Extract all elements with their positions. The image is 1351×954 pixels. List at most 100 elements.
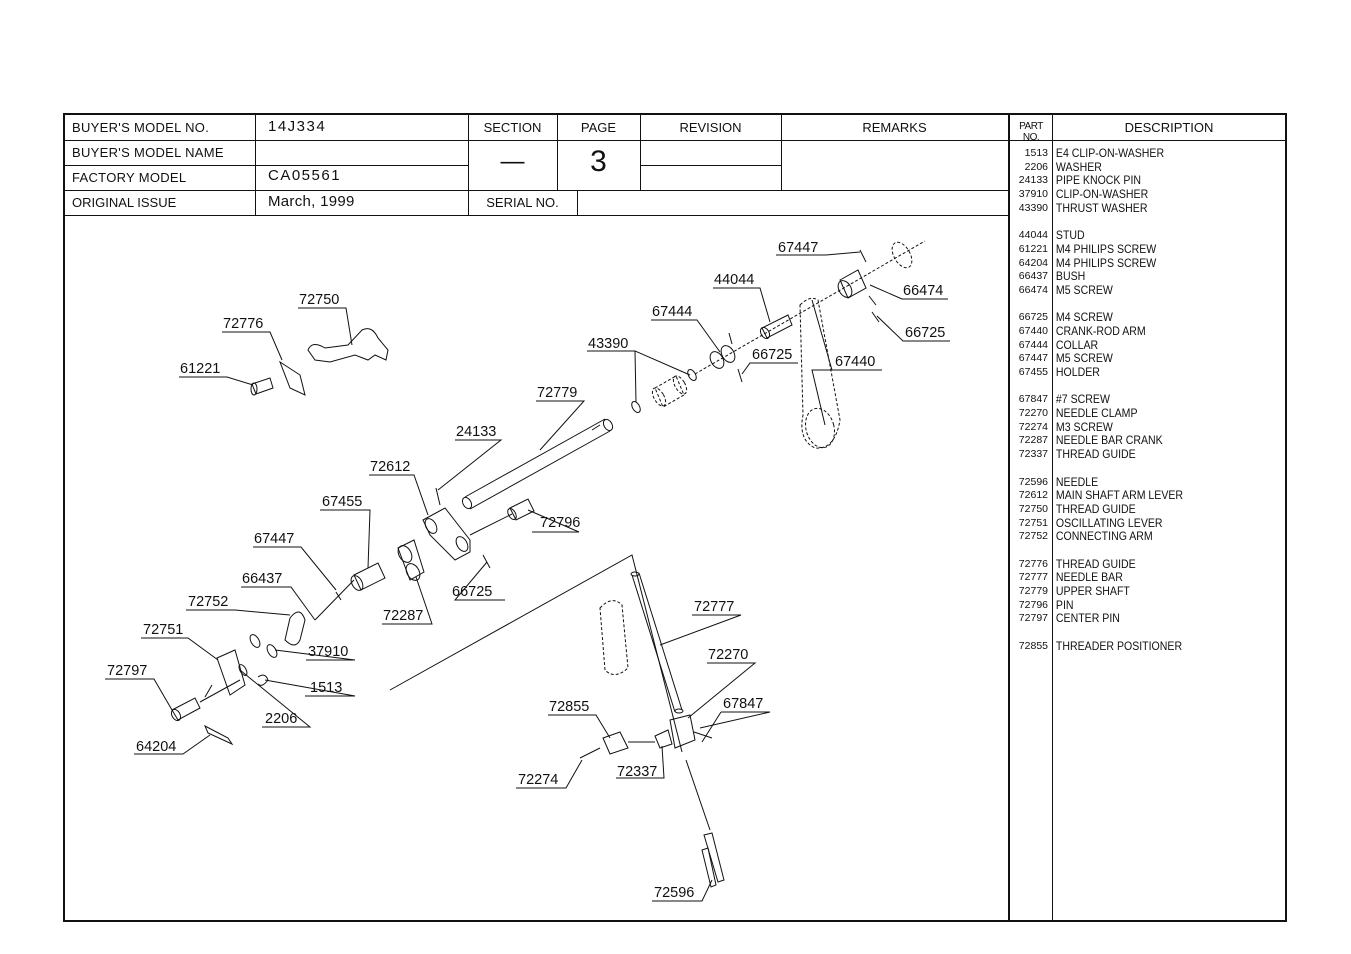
part-description: WASHER xyxy=(1055,159,1102,174)
part-description: THREAD GUIDE xyxy=(1055,447,1136,462)
header-row4-line xyxy=(63,215,1009,216)
pin-drawing xyxy=(469,498,535,536)
parts-list-row: 43390 THRUST WASHER xyxy=(1010,200,1280,216)
parts-list-row: 61221 M4 PHILIPS SCREW xyxy=(1010,241,1280,257)
part-description: COLLAR xyxy=(1055,337,1099,352)
part-number: 72855 xyxy=(1018,639,1048,652)
part-description: CENTER PIN xyxy=(1055,611,1120,626)
part-number: 72612 xyxy=(1018,489,1048,502)
part-number: 2206 xyxy=(1024,160,1048,173)
parts-list-divider xyxy=(1008,113,1010,922)
part-description: THRUST WASHER xyxy=(1055,200,1148,215)
thrust-washer-drawing-2 xyxy=(687,369,697,381)
callout-72596: 72596 xyxy=(654,885,694,901)
part-description: THREAD GUIDE xyxy=(1055,556,1136,571)
parts-list-row: 66725 M4 SCREW xyxy=(1010,311,1280,325)
callout-43390: 43390 xyxy=(588,336,628,352)
header-col-line-5 xyxy=(781,113,782,190)
part-number: 72596 xyxy=(1018,475,1048,488)
part-description: HOLDER xyxy=(1055,365,1100,379)
part-description: THREAD GUIDE xyxy=(1055,501,1136,516)
callout-44044: 44044 xyxy=(714,272,754,288)
part-number: 72779 xyxy=(1018,585,1048,597)
part-number: 43390 xyxy=(1018,201,1048,214)
parts-list-row: 72776 THREAD GUIDE xyxy=(1010,556,1280,572)
page-value: 3 xyxy=(590,145,607,178)
callout-67455: 67455 xyxy=(322,494,362,510)
section-value: — xyxy=(500,148,525,175)
original-issue-label: ORIGINAL ISSUE xyxy=(72,195,177,210)
main-shaft-arm-lever-drawing xyxy=(422,487,471,561)
part-description: M4 SCREW xyxy=(1055,310,1113,325)
part-no-label: PART NO. xyxy=(1019,121,1043,143)
parts-list-row: 72270 NEEDLE CLAMP xyxy=(1010,406,1280,421)
parts-list-row: 72797 CENTER PIN xyxy=(1010,612,1280,626)
callout-66474: 66474 xyxy=(903,283,943,299)
part-description: UPPER SHAFT xyxy=(1055,584,1130,598)
callout-37910: 37910 xyxy=(308,644,348,660)
needle-drawing xyxy=(685,759,725,888)
part-description: NEEDLE CLAMP xyxy=(1055,406,1138,421)
part-number: 72776 xyxy=(1018,557,1048,570)
header-col-line-4 xyxy=(640,113,641,190)
dashed-bush-drawing xyxy=(651,240,926,408)
part-number: 66725 xyxy=(1018,311,1048,324)
part-description: #7 SCREW xyxy=(1055,392,1110,407)
header-col-line-serial xyxy=(577,190,578,215)
leader-lines xyxy=(105,251,950,902)
part-number: 61221 xyxy=(1018,242,1048,255)
callout-67447-top: 67447 xyxy=(778,240,818,256)
part-number: 72270 xyxy=(1018,407,1048,420)
part-number: 24133 xyxy=(1018,174,1048,187)
part-description: CONNECTING ARM xyxy=(1055,529,1153,544)
part-number: 67447 xyxy=(1018,352,1048,365)
part-description: M5 SCREW xyxy=(1055,351,1113,366)
thrust-washer-drawing xyxy=(631,401,641,413)
callout-66725-right: 66725 xyxy=(905,325,945,341)
needle-clamp-drawing xyxy=(579,714,713,759)
factory-model-value: CA05561 xyxy=(268,167,342,184)
part-description: M4 PHILIPS SCREW xyxy=(1055,241,1157,256)
part-description: OSCILLATING LEVER xyxy=(1055,515,1163,530)
parts-list-row: 66474 M5 SCREW xyxy=(1010,282,1280,298)
callout-72752: 72752 xyxy=(188,594,228,610)
parts-list-row: 72752 CONNECTING ARM xyxy=(1010,530,1280,544)
part-description: M3 SCREW xyxy=(1055,419,1113,434)
part-number: 72274 xyxy=(1018,420,1048,433)
part-number: 72797 xyxy=(1018,612,1048,625)
callout-72797: 72797 xyxy=(107,663,147,679)
oscillating-lever-drawing xyxy=(170,611,306,746)
callout-72750: 72750 xyxy=(299,292,339,308)
parts-no-divider xyxy=(1052,113,1053,922)
stud-drawing xyxy=(759,314,793,340)
original-issue-value: March, 1999 xyxy=(268,193,355,210)
part-number: 66437 xyxy=(1018,270,1048,283)
callout-72779: 72779 xyxy=(537,385,577,401)
part-description: M5 SCREW xyxy=(1055,282,1113,297)
callout-72337: 72337 xyxy=(617,764,657,780)
part-number: 37910 xyxy=(1018,188,1048,201)
parts-list-row: 2206 WASHER xyxy=(1010,159,1280,175)
part-number: 44044 xyxy=(1018,229,1048,242)
buyer-model-no-label: BUYER'S MODEL NO. xyxy=(72,120,210,135)
callout-72777: 72777 xyxy=(694,599,734,615)
upper-shaft-drawing xyxy=(461,418,614,510)
part-description: E4 CLIP-ON-WASHER xyxy=(1055,146,1165,160)
callout-66725-low: 66725 xyxy=(452,584,492,600)
part-number: 66474 xyxy=(1018,283,1048,296)
part-number: 72752 xyxy=(1018,530,1048,543)
buyer-model-name-label: BUYER'S MODEL NAME xyxy=(72,145,224,160)
header-col-line-2 xyxy=(468,113,469,215)
factory-model-label: FACTORY MODEL xyxy=(72,170,187,185)
part-description: M4 PHILIPS SCREW xyxy=(1055,255,1157,270)
callout-72796: 72796 xyxy=(540,515,580,531)
